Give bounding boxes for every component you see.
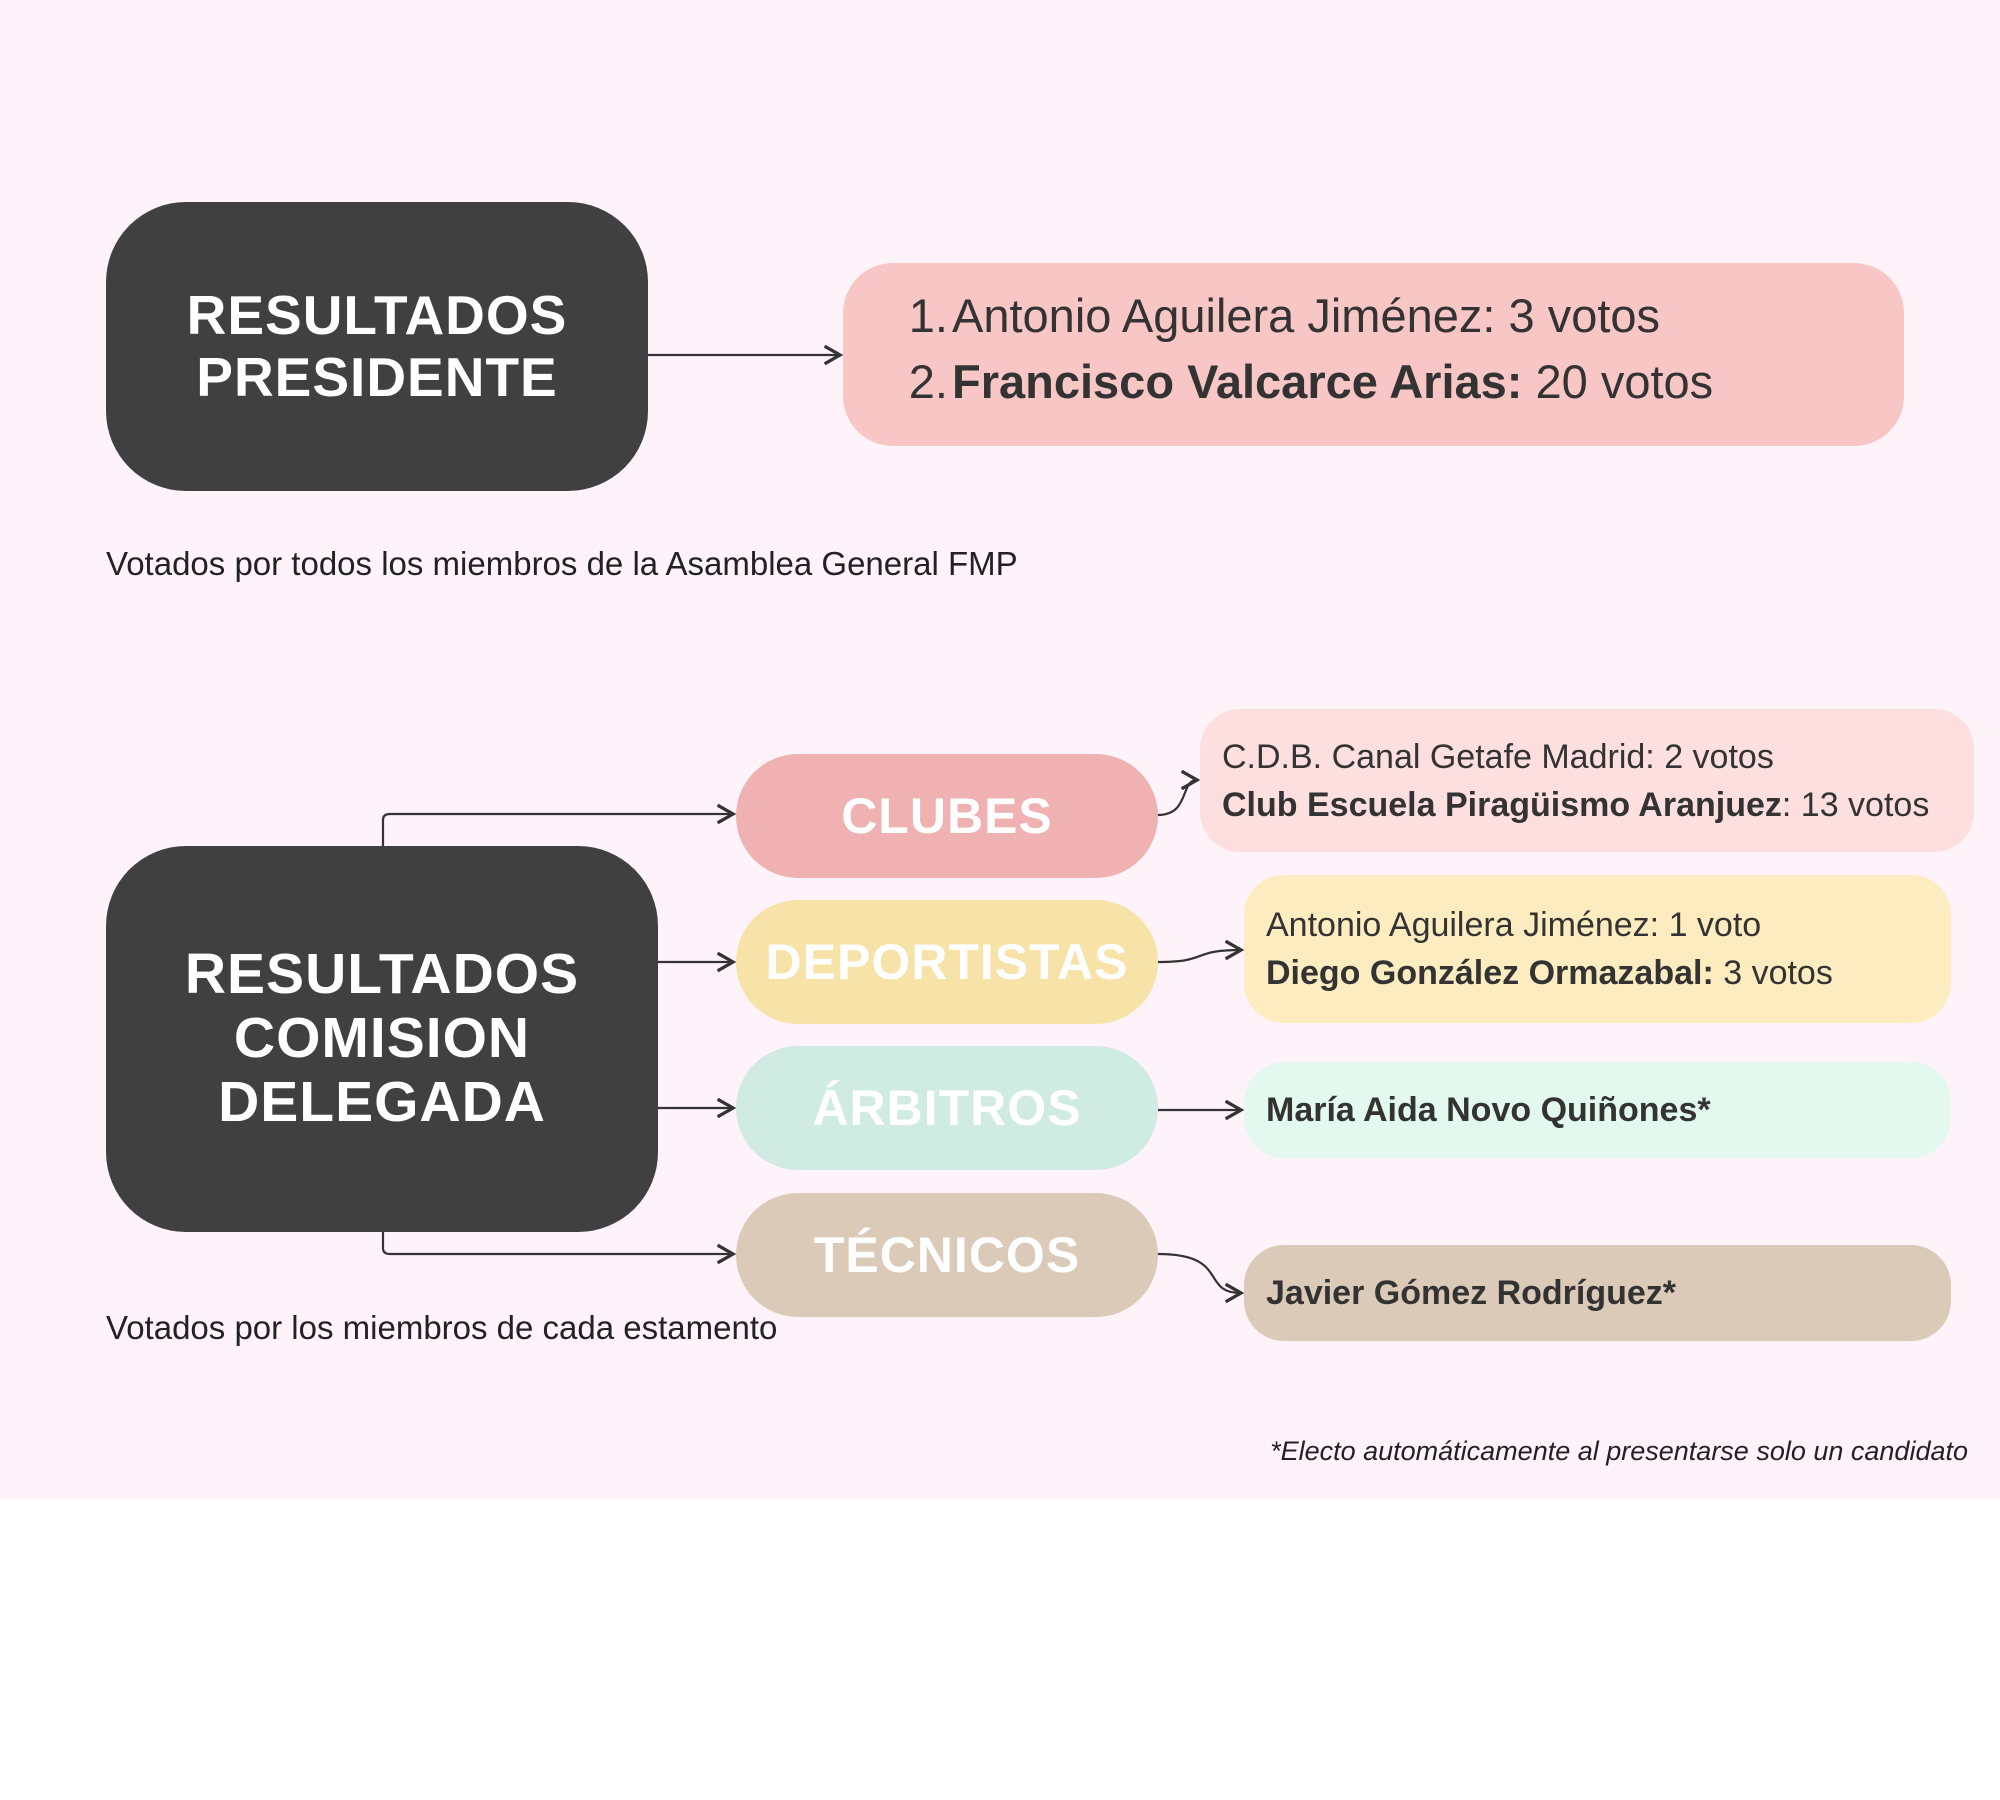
candidate-name: Francisco Valcarce Arias: — [952, 355, 1523, 408]
vote-count: 2 votos — [1664, 737, 1774, 776]
result-line: María Aida Novo Quiñones* — [1266, 1086, 1951, 1134]
results-tecnicos: Javier Gómez Rodríguez* — [1244, 1245, 1951, 1341]
results-deportistas: Antonio Aguilera Jiménez: 1 voto Diego G… — [1244, 875, 1951, 1023]
candidate-name: Antonio Aguilera Jiménez: — [1266, 906, 1660, 944]
vote-count: 1 voto — [1668, 906, 1762, 944]
candidate-name: Club Escuela Piragüismo Aranjuez — [1222, 785, 1782, 824]
result-number: 2. — [908, 355, 948, 408]
vote-count: 3 votos — [1508, 289, 1661, 342]
candidate-name: María Aida Novo Quiñones* — [1266, 1091, 1711, 1129]
connector-clubes — [381, 803, 737, 846]
result-line: C.D.B. Canal Getafe Madrid: 2 votos — [1222, 733, 1974, 781]
president-caption: Votados por todos los miembros de la Asa… — [106, 545, 1018, 582]
group-pill-tecnicos: TÉCNICOS — [736, 1193, 1158, 1317]
group-pill-arbitros: ÁRBITROS — [736, 1046, 1158, 1170]
commission-title-box: RESULTADOS COMISION DELEGADA — [106, 846, 658, 1232]
group-pill-clubes: CLUBES — [736, 754, 1158, 878]
title-line: DELEGADA — [218, 1069, 546, 1134]
result-line: Antonio Aguilera Jiménez: 1 voto — [1266, 901, 1951, 949]
vote-count: 3 votos — [1723, 954, 1833, 992]
results-arbitros: María Aida Novo Quiñones* — [1244, 1062, 1951, 1158]
commission-caption: Votados por los miembros de cada estamen… — [106, 1309, 778, 1346]
title-line: PRESIDENTE — [196, 345, 558, 408]
candidate-name: Diego González Ormazabal: — [1266, 954, 1714, 992]
vote-count: : 13 votos — [1781, 785, 1930, 824]
footnote: *Electo automáticamente al presentarse s… — [1270, 1436, 1968, 1466]
connector-deportistas-result — [1157, 939, 1245, 964]
result-line: Diego González Ormazabal: 3 votos — [1266, 949, 1951, 997]
title-line: COMISION — [233, 1006, 531, 1071]
vote-count: 20 votos — [1535, 355, 1714, 408]
connector-tecnicos-result — [1157, 1252, 1245, 1304]
president-title-box: RESULTADOS PRESIDENTE — [106, 202, 648, 491]
title-line: RESULTADOS — [186, 283, 568, 346]
result-number: 1. — [908, 289, 948, 342]
president-results-box: 1.Antonio Aguilera Jiménez: 3 votos 2.Fr… — [843, 263, 1904, 446]
president-result-2: 2.Francisco Valcarce Arias: 20 votos — [903, 354, 1713, 409]
candidate-name: C.D.B. Canal Getafe Madrid: — [1222, 737, 1655, 776]
connector-tecnicos — [381, 1232, 737, 1265]
result-line: Javier Gómez Rodríguez* — [1266, 1269, 1951, 1317]
group-pill-deportistas: DEPORTISTAS — [736, 900, 1158, 1024]
president-result-1: 1.Antonio Aguilera Jiménez: 3 votos — [903, 288, 1660, 343]
candidate-name: Javier Gómez Rodríguez* — [1266, 1274, 1677, 1312]
result-line: Club Escuela Piragüismo Aranjuez: 13 vot… — [1222, 781, 1974, 829]
results-clubes: C.D.B. Canal Getafe Madrid: 2 votos Club… — [1200, 709, 1974, 852]
candidate-name: Antonio Aguilera Jiménez: — [952, 289, 1496, 342]
connector-clubes-result — [1157, 769, 1201, 817]
title-line: RESULTADOS — [184, 942, 580, 1007]
